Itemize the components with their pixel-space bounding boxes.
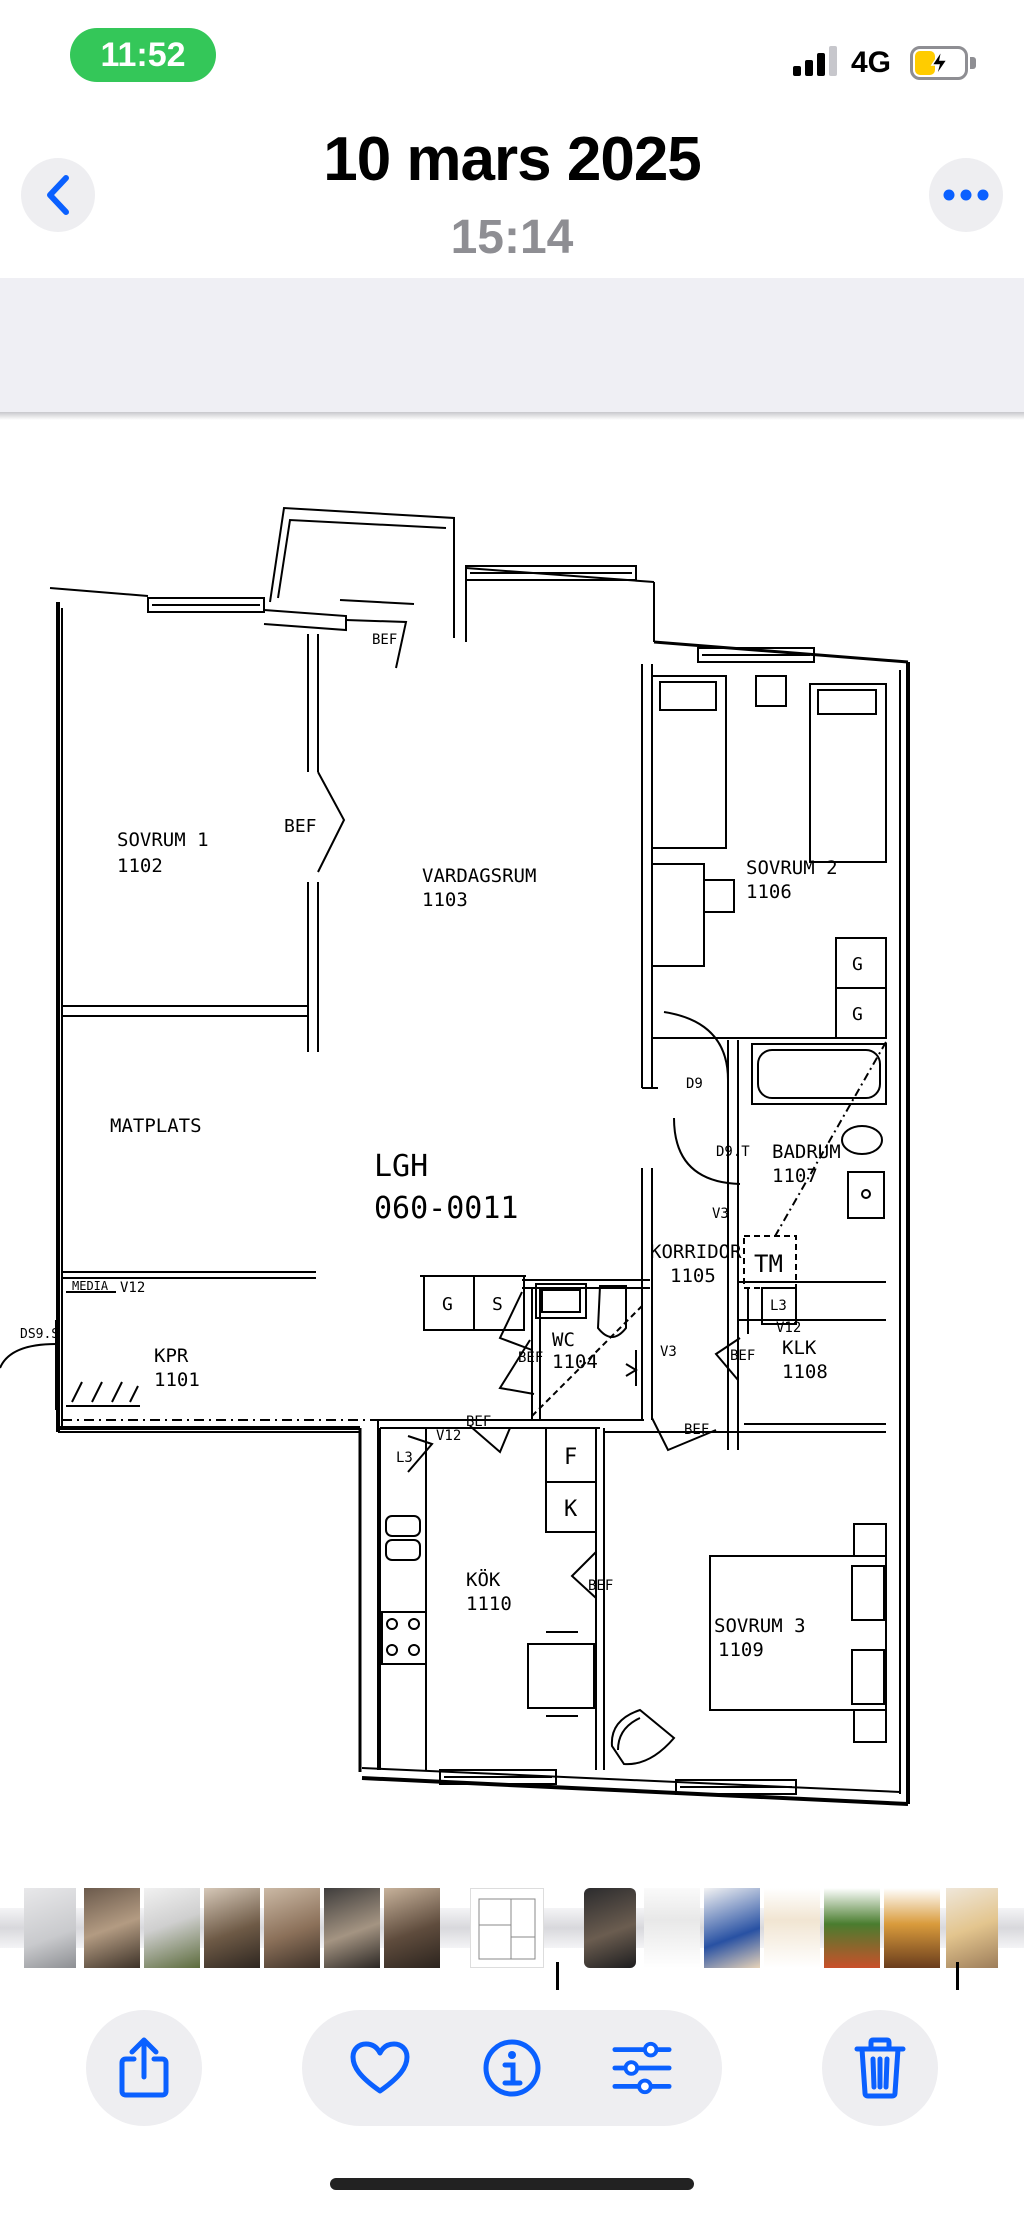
room-name: KLK xyxy=(782,1337,817,1359)
photo-time: 15:14 xyxy=(450,211,574,264)
thumbnail[interactable] xyxy=(644,1888,700,1968)
battery-charging-icon xyxy=(910,46,976,80)
thumbnail[interactable] xyxy=(824,1888,880,1968)
cellular-signal-icon xyxy=(793,46,837,76)
room-name: VARDAGSRUM xyxy=(422,865,536,887)
room-name: WC xyxy=(552,1329,575,1351)
chevron-left-icon xyxy=(47,175,69,215)
room-name: SOVRUM 2 xyxy=(746,857,838,879)
room-number: 1102 xyxy=(117,855,163,877)
status-time: 11:52 xyxy=(70,28,216,82)
home-indicator xyxy=(330,2178,694,2190)
plan-mark: L3 xyxy=(396,1450,413,1466)
room-name: KPR xyxy=(154,1345,189,1367)
photo-thumbnail-strip[interactable] xyxy=(0,1880,1024,1968)
room-number: 1106 xyxy=(746,881,792,903)
share-button[interactable] xyxy=(86,2010,202,2126)
room-number: 1105 xyxy=(670,1265,716,1287)
favorite-button[interactable] xyxy=(350,2038,410,2098)
room-name: BADRUM xyxy=(772,1141,841,1163)
thumbnail[interactable] xyxy=(704,1888,760,1968)
plan-mark: G xyxy=(852,1004,863,1025)
network-type: 4G xyxy=(851,46,892,79)
photo-date: 10 mars 2025 xyxy=(323,125,702,194)
room-number: 1108 xyxy=(782,1361,828,1383)
plan-mark: V12 xyxy=(776,1320,801,1336)
floor-plan-photo[interactable]: SOVRUM 1 1102 VARDAGSRUM 1103 SOVRUM 2 1… xyxy=(0,420,1024,1860)
room-name: KORRIDOR xyxy=(650,1241,742,1263)
apartment-label: LGH xyxy=(374,1149,428,1184)
plan-mark: TM xyxy=(754,1250,783,1278)
photo-top-shadow xyxy=(0,412,1024,420)
plan-mark: G xyxy=(852,954,863,975)
heart-icon xyxy=(350,2041,410,2094)
more-button[interactable] xyxy=(929,158,1003,232)
plan-mark: BEF xyxy=(588,1578,613,1594)
photo-top-band xyxy=(0,278,1024,418)
thumbnail[interactable] xyxy=(204,1888,260,1968)
info-icon xyxy=(483,2039,541,2097)
plan-mark: D9 xyxy=(686,1076,703,1092)
sliders-icon xyxy=(612,2041,672,2095)
status-bar: 11:52 4G xyxy=(0,0,1024,110)
delete-button[interactable] xyxy=(822,2010,938,2126)
plan-mark: G xyxy=(442,1294,453,1315)
room-number: 1109 xyxy=(718,1639,764,1661)
plan-mark: BEF xyxy=(730,1348,755,1364)
plan-mark: S xyxy=(492,1294,503,1315)
plan-mark: V3 xyxy=(712,1206,729,1222)
room-name: KÖK xyxy=(466,1568,501,1591)
thumbnail[interactable] xyxy=(946,1888,998,1968)
thumbnail[interactable] xyxy=(884,1888,940,1968)
plan-mark: D9.T xyxy=(716,1144,750,1160)
ellipsis-icon xyxy=(943,189,989,201)
plan-mark: BEF xyxy=(284,816,317,837)
trash-icon xyxy=(854,2037,906,2099)
strip-divider xyxy=(956,1962,959,1990)
thumbnail[interactable] xyxy=(764,1888,820,1968)
thumbnail-selected-floor-plan[interactable] xyxy=(470,1888,544,1968)
room-name: SOVRUM 3 xyxy=(714,1615,806,1637)
plan-mark: V12 xyxy=(436,1428,461,1444)
strip-divider xyxy=(556,1962,559,1990)
plan-mark: F xyxy=(564,1445,577,1470)
plan-mark: BEF xyxy=(518,1350,543,1366)
plan-mark: BEF xyxy=(372,632,397,648)
room-number: 1103 xyxy=(422,889,468,911)
room-number: 1107 xyxy=(772,1165,818,1187)
back-button[interactable] xyxy=(21,158,95,232)
room-name: SOVRUM 1 xyxy=(117,829,209,851)
adjust-button[interactable] xyxy=(612,2038,672,2098)
thumbnail[interactable] xyxy=(144,1888,200,1968)
room-number: 1104 xyxy=(552,1351,598,1373)
plan-mark: V3 xyxy=(660,1344,677,1360)
room-number: 1101 xyxy=(154,1369,200,1391)
plan-mark: DS9.S xyxy=(20,1327,59,1342)
plan-mark: K xyxy=(564,1497,578,1522)
plan-mark: L3 xyxy=(770,1298,787,1314)
plan-mark: BEF xyxy=(466,1414,491,1430)
plan-mark: BEF xyxy=(684,1422,709,1438)
info-button[interactable] xyxy=(482,2038,542,2098)
thumbnail[interactable] xyxy=(84,1888,140,1968)
room-name: MATPLATS xyxy=(110,1115,202,1137)
room-number: 1110 xyxy=(466,1593,512,1615)
thumbnail[interactable] xyxy=(24,1888,76,1968)
apartment-number: 060-0011 xyxy=(374,1191,519,1226)
plan-mark: V12 xyxy=(120,1280,145,1296)
plan-mark: MEDIA xyxy=(72,1279,109,1293)
floor-plan-drawing: SOVRUM 1 1102 VARDAGSRUM 1103 SOVRUM 2 1… xyxy=(0,506,910,1806)
thumbnail[interactable] xyxy=(384,1888,440,1968)
share-icon xyxy=(119,2037,169,2098)
thumbnail[interactable] xyxy=(584,1888,636,1968)
thumbnail[interactable] xyxy=(264,1888,320,1968)
thumbnail[interactable] xyxy=(324,1888,380,1968)
